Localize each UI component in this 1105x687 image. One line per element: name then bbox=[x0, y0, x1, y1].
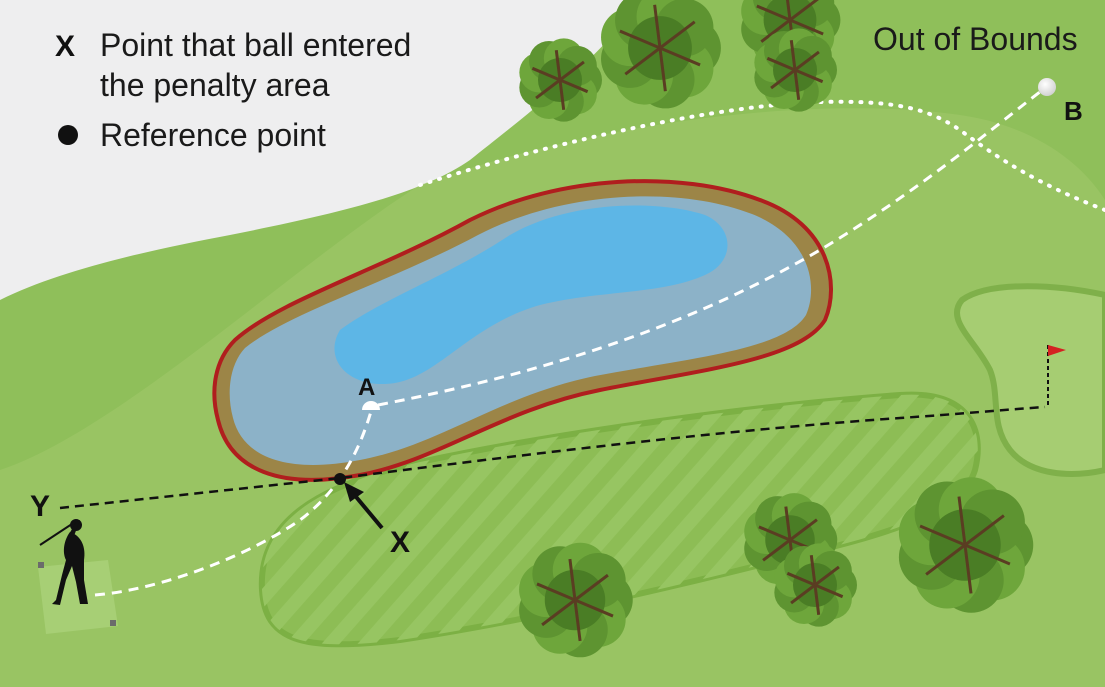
ball-path-tee-to-a bbox=[94, 407, 374, 597]
arrow-to-point-x bbox=[344, 482, 384, 530]
legend-dot-text: Reference point bbox=[100, 117, 326, 153]
putting-green bbox=[953, 283, 1105, 477]
tree bbox=[774, 543, 857, 627]
tree bbox=[601, 0, 721, 109]
ball-a bbox=[362, 401, 380, 410]
label-point-a: A bbox=[358, 374, 375, 401]
label-point-x: X bbox=[390, 526, 410, 559]
legend-dot-symbol bbox=[58, 125, 78, 145]
legend-x-symbol: X bbox=[55, 30, 75, 63]
trees bbox=[519, 0, 1034, 658]
legend: X Point that ball entered the penalty ar… bbox=[55, 27, 411, 153]
flagstick bbox=[1047, 345, 1066, 405]
ball-b bbox=[1038, 78, 1056, 96]
tree bbox=[519, 38, 602, 122]
tree bbox=[754, 28, 837, 112]
fairway-stripe bbox=[416, 394, 734, 645]
reference-point-dot bbox=[334, 473, 346, 485]
deep-water bbox=[334, 205, 728, 385]
out-of-bounds-area bbox=[0, 0, 640, 300]
tee-box bbox=[38, 560, 118, 634]
fairway-stripe bbox=[272, 394, 590, 645]
tree bbox=[898, 477, 1034, 613]
label-point-b: B bbox=[1064, 96, 1083, 126]
label-point-y: Y bbox=[30, 490, 50, 523]
out-of-bounds-line bbox=[418, 99, 1105, 212]
ball-path-a-to-b bbox=[377, 86, 1046, 407]
label-out-of-bounds: Out of Bounds bbox=[873, 21, 1078, 57]
tree bbox=[519, 542, 633, 658]
fairway-stripe bbox=[308, 394, 626, 645]
fairway-stripe bbox=[344, 394, 662, 645]
legend-x-line1: Point that ball entered bbox=[100, 27, 411, 63]
golfer-silhouette bbox=[39, 519, 88, 605]
legend-x-line2: the penalty area bbox=[100, 67, 330, 103]
